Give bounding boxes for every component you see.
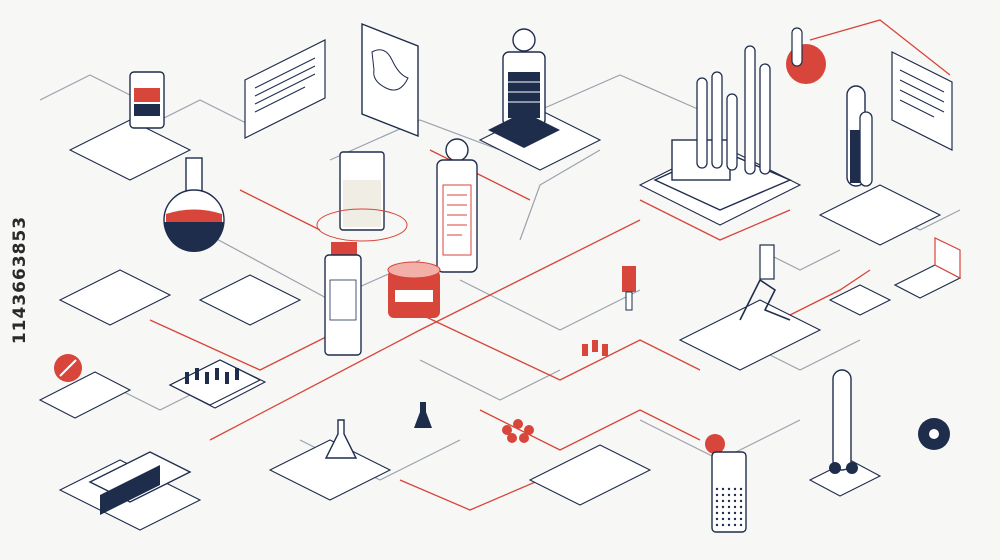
document-panel-icon (891, 51, 953, 151)
graduated-cylinder-icon (846, 85, 873, 187)
reagent-jar-icon (387, 261, 441, 318)
graduated-cylinder-icon (829, 369, 858, 474)
gauge-icon (54, 354, 82, 382)
petri-dish-icon (502, 419, 534, 443)
map-panel-icon (361, 22, 419, 138)
stock-id-text: 1143663853 (10, 215, 31, 345)
distillation-column-icon (653, 45, 792, 211)
reagent-bottle-icon (436, 138, 478, 273)
reagent-canister-icon (129, 71, 165, 129)
centrifuge-icon (488, 28, 560, 148)
document-panel-icon (244, 39, 326, 139)
erlenmeyer-flask-icon (324, 419, 358, 459)
laptop-icon (893, 237, 962, 299)
sample-bottle-icon (324, 242, 362, 356)
sample-jar-icon (705, 434, 747, 533)
test-tube-icon (786, 27, 826, 84)
beaker-icon (316, 151, 408, 242)
microscope-icon (739, 244, 791, 321)
test-tube-rack-icon (168, 359, 262, 406)
round-bottom-flask-icon (163, 157, 225, 252)
vial-rack-icon (582, 340, 608, 356)
stock-id-watermark: 1143663853 (0, 0, 40, 560)
dial-icon (918, 418, 950, 450)
printer-icon (88, 451, 192, 515)
small-flask-icon (414, 402, 432, 428)
sample-vial-icon (622, 266, 636, 311)
